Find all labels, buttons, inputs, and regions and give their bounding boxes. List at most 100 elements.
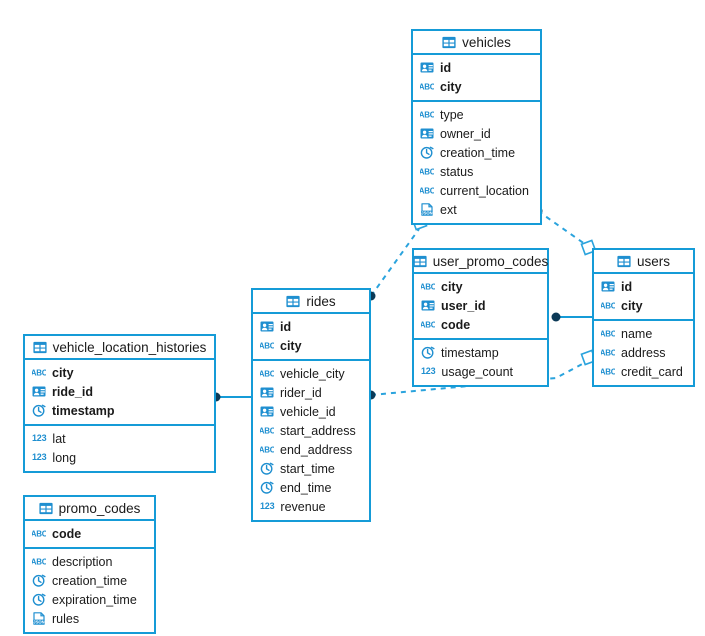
column-row[interactable]: timestamp bbox=[414, 343, 547, 362]
abc-icon: ABC bbox=[601, 330, 615, 339]
primary-key-row[interactable]: ride_id bbox=[25, 382, 214, 401]
abc-icon: ABC bbox=[32, 558, 46, 567]
primary-key-row[interactable]: user_id bbox=[414, 296, 547, 315]
column-label: description bbox=[52, 554, 113, 569]
column-label: code bbox=[52, 526, 82, 541]
abc-icon: ABC bbox=[601, 349, 615, 358]
abc-icon: ABC bbox=[260, 342, 274, 351]
primary-key-row[interactable]: timestamp bbox=[25, 401, 214, 420]
clock-icon bbox=[260, 481, 274, 494]
column-label: rider_id bbox=[280, 385, 322, 400]
column-label: user_id bbox=[441, 298, 486, 313]
column-row[interactable]: end_time bbox=[253, 478, 369, 497]
table-header-vehicles[interactable]: vehicles bbox=[413, 31, 540, 55]
column-row[interactable]: ABC status bbox=[413, 162, 540, 181]
abc-icon: ABC bbox=[601, 368, 615, 377]
123-icon: 123 bbox=[32, 452, 47, 462]
column-row[interactable]: owner_id bbox=[413, 124, 540, 143]
json-file-icon: JSON bbox=[33, 612, 45, 625]
column-label: vehicle_city bbox=[280, 366, 345, 381]
clock-icon bbox=[260, 462, 274, 475]
link-vehicle-location-histories-rides bbox=[211, 392, 251, 402]
id-card-icon bbox=[260, 406, 274, 417]
column-row[interactable]: rider_id bbox=[253, 383, 369, 402]
column-label: ride_id bbox=[52, 384, 93, 399]
123-icon: 123 bbox=[421, 366, 436, 376]
svg-text:ABC: ABC bbox=[260, 427, 274, 436]
svg-text:ABC: ABC bbox=[601, 330, 615, 339]
column-label: credit_card bbox=[621, 364, 683, 379]
id-card-icon bbox=[420, 62, 434, 73]
column-label: city bbox=[52, 365, 74, 380]
table-header-promo_codes[interactable]: promo_codes bbox=[25, 497, 154, 521]
column-row[interactable]: ABC credit_card bbox=[594, 362, 693, 381]
column-row[interactable]: creation_time bbox=[25, 571, 154, 590]
table-grid-icon bbox=[413, 255, 427, 267]
abc-icon: ABC bbox=[420, 168, 434, 177]
table-header-vehicle_location_histories[interactable]: vehicle_location_histories bbox=[25, 336, 214, 360]
primary-key-row[interactable]: id bbox=[253, 317, 369, 336]
column-label: id bbox=[440, 60, 452, 75]
column-label: start_address bbox=[280, 423, 356, 438]
abc-icon: ABC bbox=[260, 370, 274, 379]
svg-text:ABC: ABC bbox=[420, 168, 434, 177]
column-label: start_time bbox=[280, 461, 335, 476]
table-header-user_promo_codes[interactable]: user_promo_codes bbox=[413, 250, 548, 274]
primary-key-row[interactable]: id bbox=[594, 277, 693, 296]
primary-key-section: ABC code bbox=[25, 521, 154, 549]
table-grid-icon bbox=[617, 255, 631, 267]
svg-text:ABC: ABC bbox=[420, 187, 434, 196]
column-row[interactable]: expiration_time bbox=[25, 590, 154, 609]
column-row[interactable]: creation_time bbox=[413, 143, 540, 162]
column-row[interactable]: 123 long bbox=[25, 448, 214, 467]
primary-key-row[interactable]: id bbox=[413, 58, 540, 77]
table-header-users[interactable]: users bbox=[594, 250, 693, 274]
column-label: revenue bbox=[280, 499, 326, 514]
column-label: long bbox=[52, 450, 77, 465]
column-label: timestamp bbox=[52, 403, 115, 418]
column-label: city bbox=[441, 279, 463, 294]
column-row[interactable]: ABC vehicle_city bbox=[253, 364, 369, 383]
column-label: city bbox=[280, 338, 302, 353]
column-row[interactable]: vehicle_id bbox=[253, 402, 369, 421]
column-row[interactable]: ABC description bbox=[25, 552, 154, 571]
table-header-rides[interactable]: rides bbox=[253, 290, 369, 314]
abc-icon: ABC bbox=[32, 530, 46, 539]
primary-key-row[interactable]: ABC code bbox=[25, 524, 154, 543]
column-row[interactable]: start_time bbox=[253, 459, 369, 478]
json-file-icon: JSON bbox=[421, 203, 433, 216]
primary-key-row[interactable]: ABC city bbox=[253, 336, 369, 355]
column-row[interactable]: ABC start_address bbox=[253, 421, 369, 440]
svg-text:JSON: JSON bbox=[33, 619, 44, 624]
id-card-icon bbox=[32, 386, 46, 397]
column-label: status bbox=[440, 164, 474, 179]
svg-text:ABC: ABC bbox=[601, 368, 615, 377]
